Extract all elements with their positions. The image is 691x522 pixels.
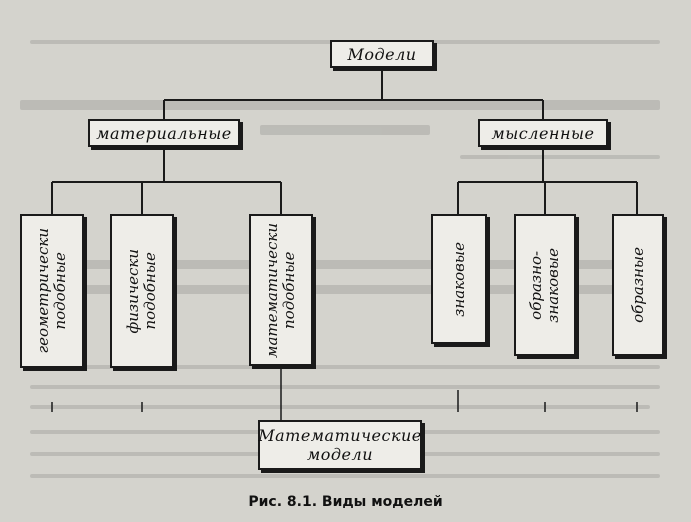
- mental-label: мысленные: [491, 123, 595, 143]
- sign-box: знаковые: [431, 214, 487, 344]
- math-models-box: Математические модели: [258, 420, 422, 470]
- geometric-similar-box: геометрически подобные: [20, 214, 84, 368]
- mathematical-similar-box: математически подобные: [249, 214, 313, 366]
- mathematical-similar-label: математически подобные: [263, 222, 298, 358]
- models-root-box: Модели: [330, 40, 434, 68]
- physical-similar-box: физически подобные: [110, 214, 174, 368]
- math-models-label: Математические модели: [258, 426, 422, 464]
- figurative-label: образные: [628, 247, 647, 323]
- geometric-similar-label: геометрически подобные: [34, 228, 69, 354]
- figurative-sign-label: образно- знаковые: [527, 247, 562, 323]
- material-box: материальные: [88, 119, 240, 147]
- sign-label: знаковые: [449, 241, 468, 317]
- physical-similar-label: физически подобные: [124, 248, 159, 334]
- models-root-label: Модели: [347, 44, 417, 64]
- mental-box: мысленные: [478, 119, 608, 147]
- figurative-sign-box: образно- знаковые: [514, 214, 576, 356]
- material-label: материальные: [96, 123, 232, 143]
- figurative-box: образные: [612, 214, 664, 356]
- figure-caption: Рис. 8.1. Виды моделей: [248, 494, 443, 510]
